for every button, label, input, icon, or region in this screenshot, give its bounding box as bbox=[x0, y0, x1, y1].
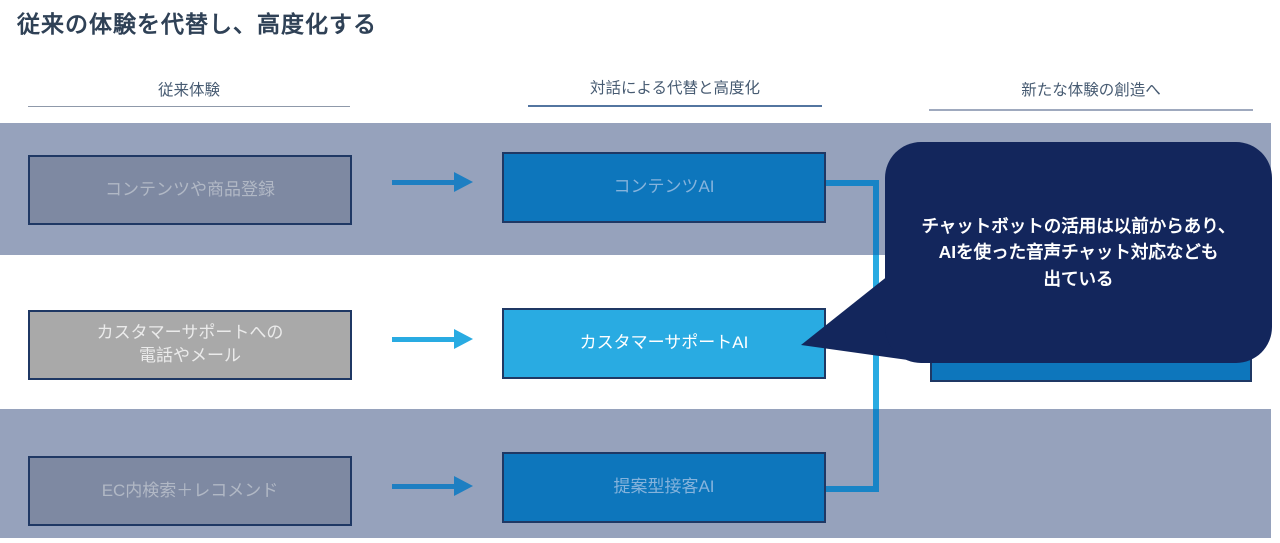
legacy-box-content-registration: コンテンツや商品登録 bbox=[28, 155, 352, 225]
callout-bubble: チャットボットの活用は以前からあり、 AIを使った音声チャット対応なども 出てい… bbox=[885, 142, 1272, 363]
connector-content-ai-elbow bbox=[826, 180, 879, 186]
connector-vertical-top bbox=[873, 180, 879, 255]
arrow-shaft bbox=[392, 337, 455, 342]
ai-box-suggestive-service: 提案型接客AI bbox=[502, 452, 826, 523]
column-underline-new-experience bbox=[929, 109, 1253, 111]
column-header-dialogue: 対話による代替と高度化 bbox=[589, 80, 761, 97]
ai-box-customer-support: カスタマーサポートAI bbox=[502, 308, 826, 379]
connector-vertical-bottom bbox=[873, 409, 879, 492]
arrow-head bbox=[454, 172, 473, 192]
arrow-head bbox=[454, 476, 473, 496]
legacy-box-customer-support: カスタマーサポートへの 電話やメール bbox=[28, 310, 352, 380]
arrow-right-icon bbox=[392, 476, 473, 497]
arrow-shaft bbox=[392, 180, 455, 185]
slide-title: 従来の体験を代替し、高度化する bbox=[17, 11, 377, 37]
column-underline-dialogue bbox=[528, 105, 822, 107]
arrow-shaft bbox=[392, 484, 455, 489]
arrow-right-icon bbox=[392, 329, 473, 350]
ai-box-content: コンテンツAI bbox=[502, 152, 826, 223]
column-header-legacy: 従来体験 bbox=[157, 82, 220, 99]
legacy-box-ec-search: EC内検索＋レコメンド bbox=[28, 456, 352, 526]
column-underline-legacy bbox=[28, 106, 350, 107]
arrow-right-icon bbox=[392, 172, 473, 193]
connector-suggest-ai-elbow bbox=[826, 486, 879, 492]
column-header-new-experience: 新たな体験の創造へ bbox=[1021, 82, 1161, 99]
arrow-head bbox=[454, 329, 473, 349]
callout-tail-icon bbox=[801, 260, 908, 360]
